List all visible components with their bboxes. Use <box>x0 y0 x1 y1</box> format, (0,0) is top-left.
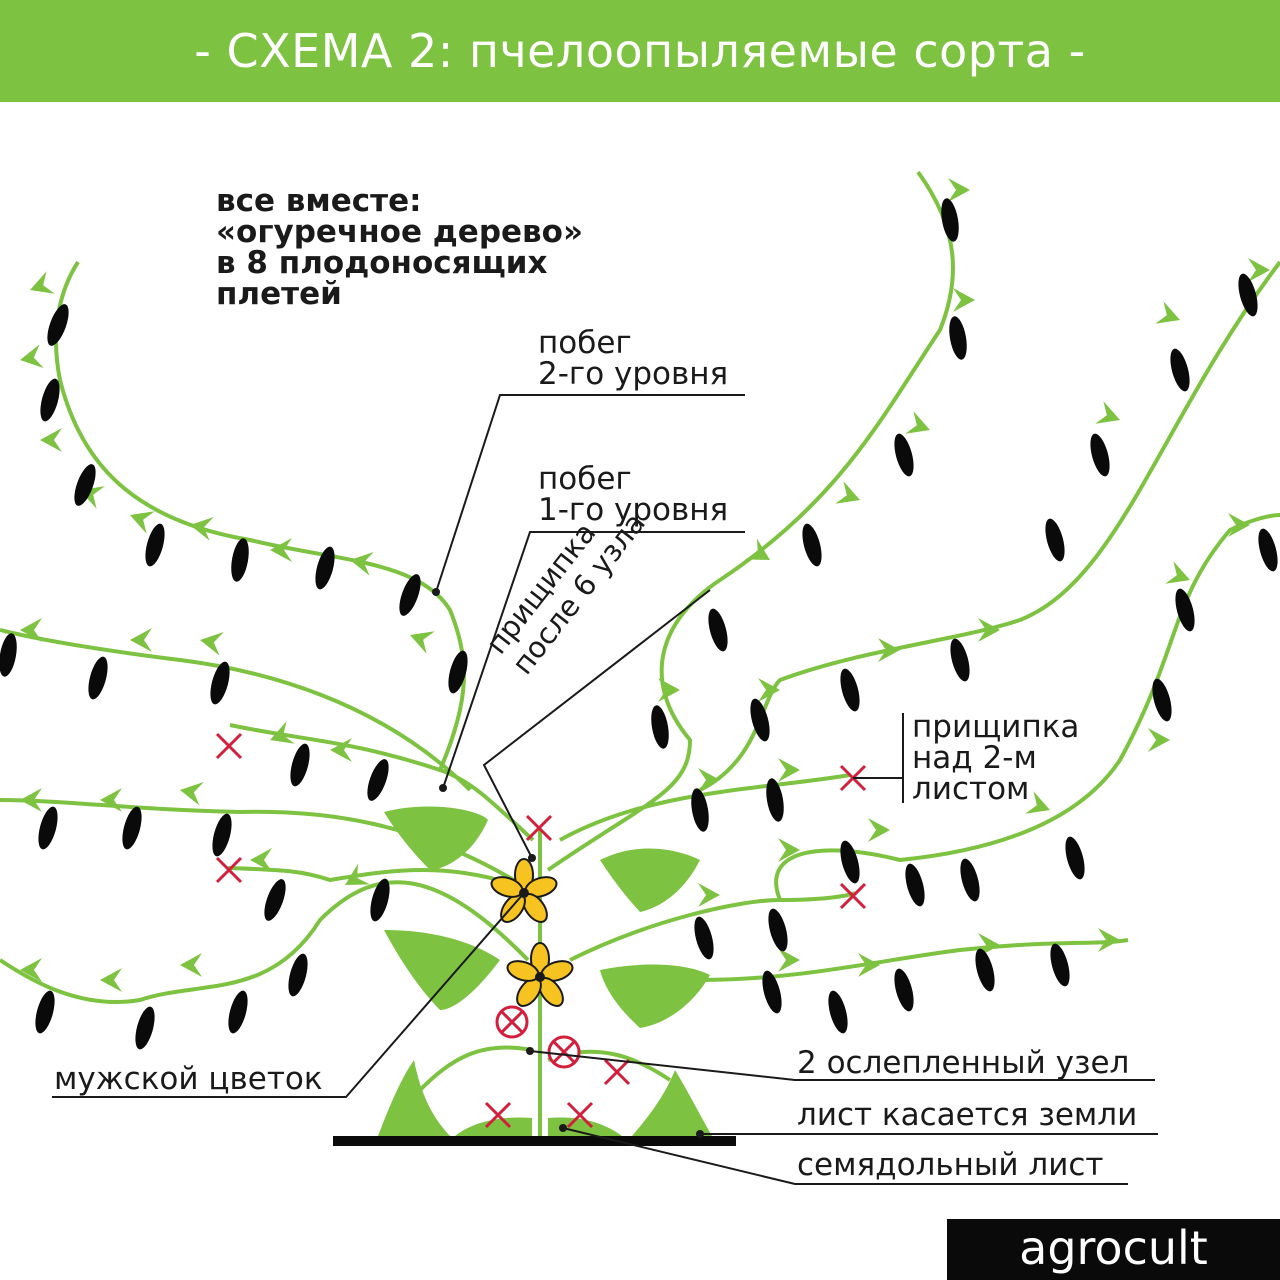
label-cotyledon-leaf: семядольный лист <box>797 1147 1104 1183</box>
label-male-flower: мужской цветок <box>54 1061 323 1097</box>
label-blinded-node: 2 ослепленный узел <box>797 1045 1130 1081</box>
summary-note: все вместе: «огуречное дерево» в 8 плодо… <box>216 186 583 310</box>
brand-box: agrocult <box>947 1219 1280 1280</box>
header-title: - СХЕМА 2: пчелоопыляемые сорта - <box>194 24 1086 78</box>
summary-line: «огуречное дерево» <box>216 214 583 250</box>
summary-line: плетей <box>216 276 342 312</box>
label-leaf-touches-ground: лист касается земли <box>797 1097 1138 1133</box>
fruits <box>0 196 1280 1052</box>
large-leaves <box>378 806 712 1136</box>
ground-line <box>333 1136 736 1146</box>
leader-lines <box>52 394 1158 1185</box>
summary-line: в 8 плодоносящих <box>216 245 548 281</box>
label-shoot-level2: побег 2-го уровня <box>538 325 729 392</box>
blinded-nodes <box>495 1005 581 1069</box>
label-pinch-above-2: прищипка над 2-м листом <box>912 709 1080 807</box>
brand-name: agrocult <box>1019 1221 1208 1275</box>
summary-line: все вместе: <box>216 183 422 219</box>
header-banner: - СХЕМА 2: пчелоопыляемые сорта - <box>0 0 1280 102</box>
label-shoot-level1: побег 1-го уровня <box>538 461 729 528</box>
vines <box>0 170 1280 1136</box>
